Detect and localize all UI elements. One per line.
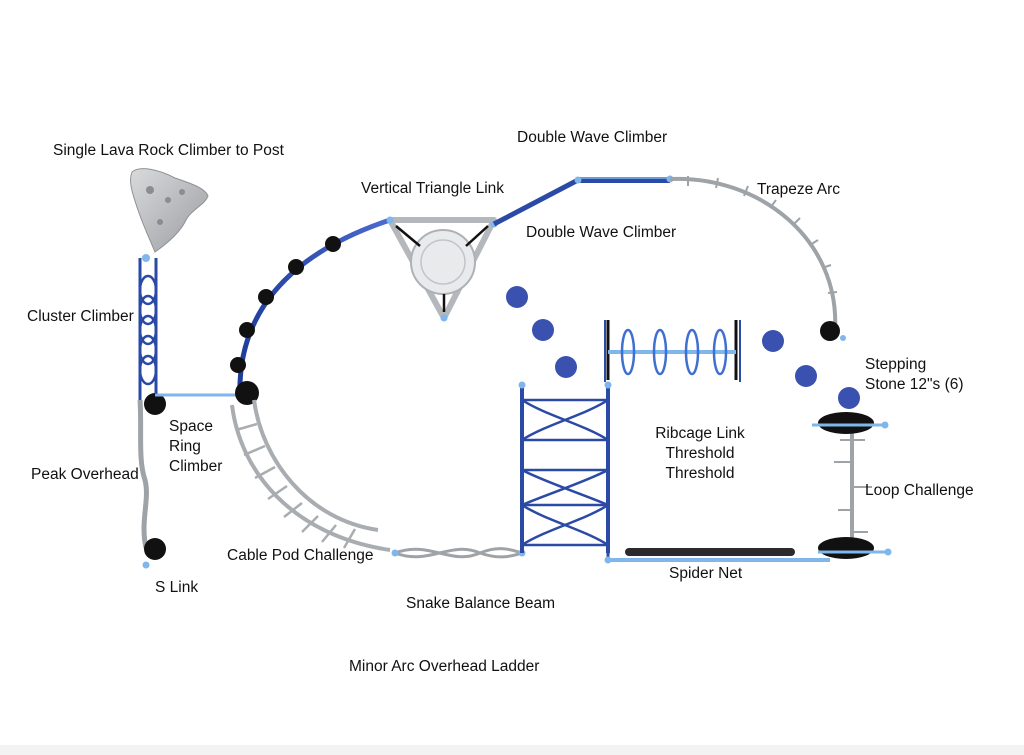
label-cluster-climber: Cluster Climber: [27, 308, 134, 325]
trapeze-arc: [669, 176, 846, 341]
label-minor-arc-overhead-ladder: Minor Arc Overhead Ladder: [349, 658, 540, 675]
spider-net: [604, 548, 830, 564]
loop-challenge: [812, 412, 892, 559]
cluster-climber: [138, 254, 158, 400]
cable-pod-challenge: [518, 381, 612, 553]
lava-rock-climber: [130, 168, 209, 253]
blue-arc-climber: [237, 217, 391, 396]
stepping-stones: [506, 286, 860, 409]
minor-arc-overhead-ladder: [230, 399, 391, 552]
label-peak-overhead: Peak Overhead: [31, 466, 139, 483]
double-wave-climber: [492, 175, 674, 227]
vertical-triangle-link: [386, 216, 498, 322]
space-ring-climber-posts: [230, 236, 341, 405]
label-s-link: S Link: [155, 579, 199, 596]
label-lava-rock-climber: Single Lava Rock Climber to Post: [53, 142, 284, 159]
label-snake-balance-beam: Snake Balance Beam: [406, 595, 556, 612]
label-ribcage-link: Ribcage Link Threshold Threshold: [655, 425, 745, 482]
label-vertical-triangle-link: Vertical Triangle Link: [361, 180, 505, 197]
bottom-divider: [0, 745, 1024, 755]
peak-overhead: [137, 393, 166, 569]
ribcage-link: [604, 320, 741, 382]
label-double-wave-climber-mid: Double Wave Climber: [526, 224, 677, 241]
label-double-wave-climber-top: Double Wave Climber: [517, 129, 668, 146]
snake-balance-beam: [391, 547, 526, 559]
label-cable-pod-challenge: Cable Pod Challenge: [227, 547, 374, 564]
label-stepping-stone: Stepping Stone 12"s (6): [865, 356, 964, 393]
label-trapeze-arc: Trapeze Arc: [757, 181, 840, 198]
label-loop-challenge: Loop Challenge: [865, 482, 974, 499]
label-spider-net: Spider Net: [669, 565, 743, 582]
label-space-ring-climber: Space Ring Climber: [169, 418, 223, 475]
